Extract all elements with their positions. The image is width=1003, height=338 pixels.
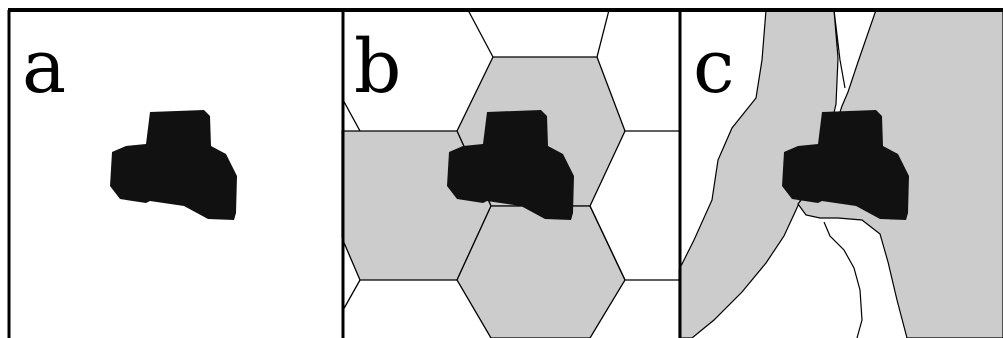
panel-b-label: b xyxy=(354,24,401,110)
panel-a: a xyxy=(8,10,342,338)
panel-c-label: c xyxy=(693,24,734,110)
panel-b: b xyxy=(341,9,679,338)
panel-c-black-shape xyxy=(782,110,909,220)
hexagon-cell-edge xyxy=(467,9,494,58)
panel-a-label: a xyxy=(22,24,66,110)
hexagon-cell-edge xyxy=(341,97,361,132)
panel-b-black-shape xyxy=(447,110,574,220)
panel-c-boundary-line xyxy=(823,221,863,338)
panel-frame xyxy=(7,8,1003,338)
panel-c: c xyxy=(678,9,1003,338)
hexagon-cell-edge xyxy=(589,205,679,281)
panel-c-boundary-line xyxy=(833,9,846,89)
panel-a-black-shape xyxy=(110,110,237,220)
hexagon-cell-edge xyxy=(341,279,361,313)
hexagon-cell-edge xyxy=(596,9,610,58)
